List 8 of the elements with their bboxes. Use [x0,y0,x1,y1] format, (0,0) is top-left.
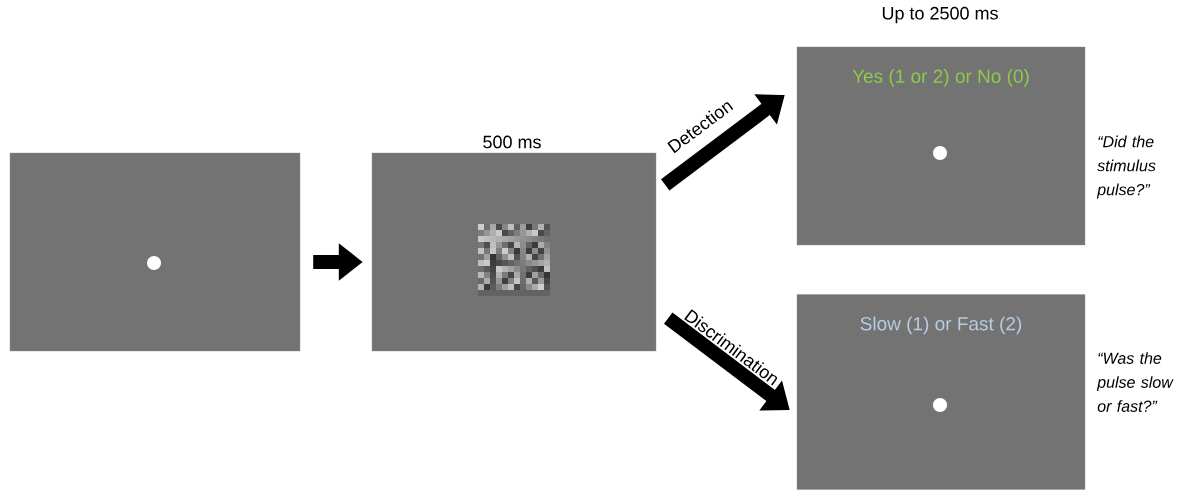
question-text: “Did the stimulus pulse?” [1096,135,1156,199]
screen-box [371,152,657,352]
screen-box [9,152,301,352]
screen-box: Slow (1) or Fast (2) [796,294,1086,490]
question-text: “Was the pulse slow or fast?” [1096,352,1174,412]
duration-label: Up to 2500 ms [882,6,998,24]
screen-box: Yes (1 or 2) or No (0) [796,46,1086,246]
duration-label: 500 ms [483,135,541,149]
